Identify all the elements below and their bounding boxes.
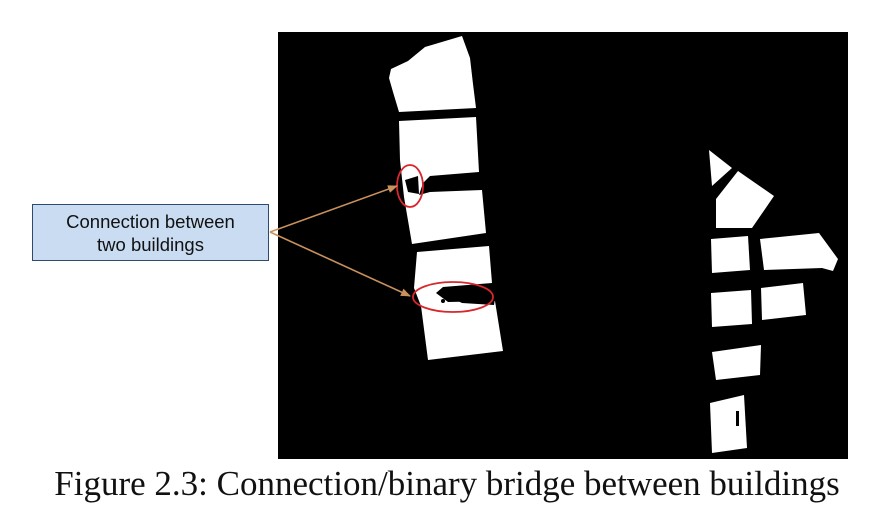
building-segment bbox=[414, 246, 503, 360]
callout-label-line: Connection between bbox=[66, 210, 235, 232]
mask-background bbox=[278, 32, 848, 459]
building-segment bbox=[760, 233, 838, 271]
building-segment bbox=[399, 117, 486, 244]
building-segment bbox=[389, 36, 476, 112]
callout-label-text: Connection between two buildings bbox=[66, 210, 235, 256]
building-segment bbox=[716, 171, 774, 228]
binary-mask-image bbox=[278, 32, 848, 459]
bridge-spot bbox=[441, 299, 445, 303]
building-segment bbox=[761, 283, 806, 320]
left-building-column bbox=[389, 36, 503, 360]
building-segment bbox=[710, 395, 747, 453]
building-segment bbox=[711, 290, 752, 327]
callout-label-box: Connection between two buildings bbox=[32, 204, 269, 261]
figure-caption: Figure 2.3: Connection/binary bridge bet… bbox=[54, 464, 840, 503]
bridge-spot bbox=[452, 288, 496, 305]
callout-label-line: two buildings bbox=[97, 233, 204, 255]
building-segment bbox=[712, 345, 761, 380]
bridge-spot bbox=[405, 176, 419, 194]
bridge-spot bbox=[736, 411, 739, 426]
building-segment bbox=[711, 236, 750, 273]
callout-arrow bbox=[269, 231, 411, 297]
right-building-column bbox=[709, 150, 838, 453]
building-segment bbox=[709, 150, 732, 186]
callout-arrow bbox=[269, 185, 398, 233]
connection-highlight-ellipse bbox=[412, 281, 494, 313]
